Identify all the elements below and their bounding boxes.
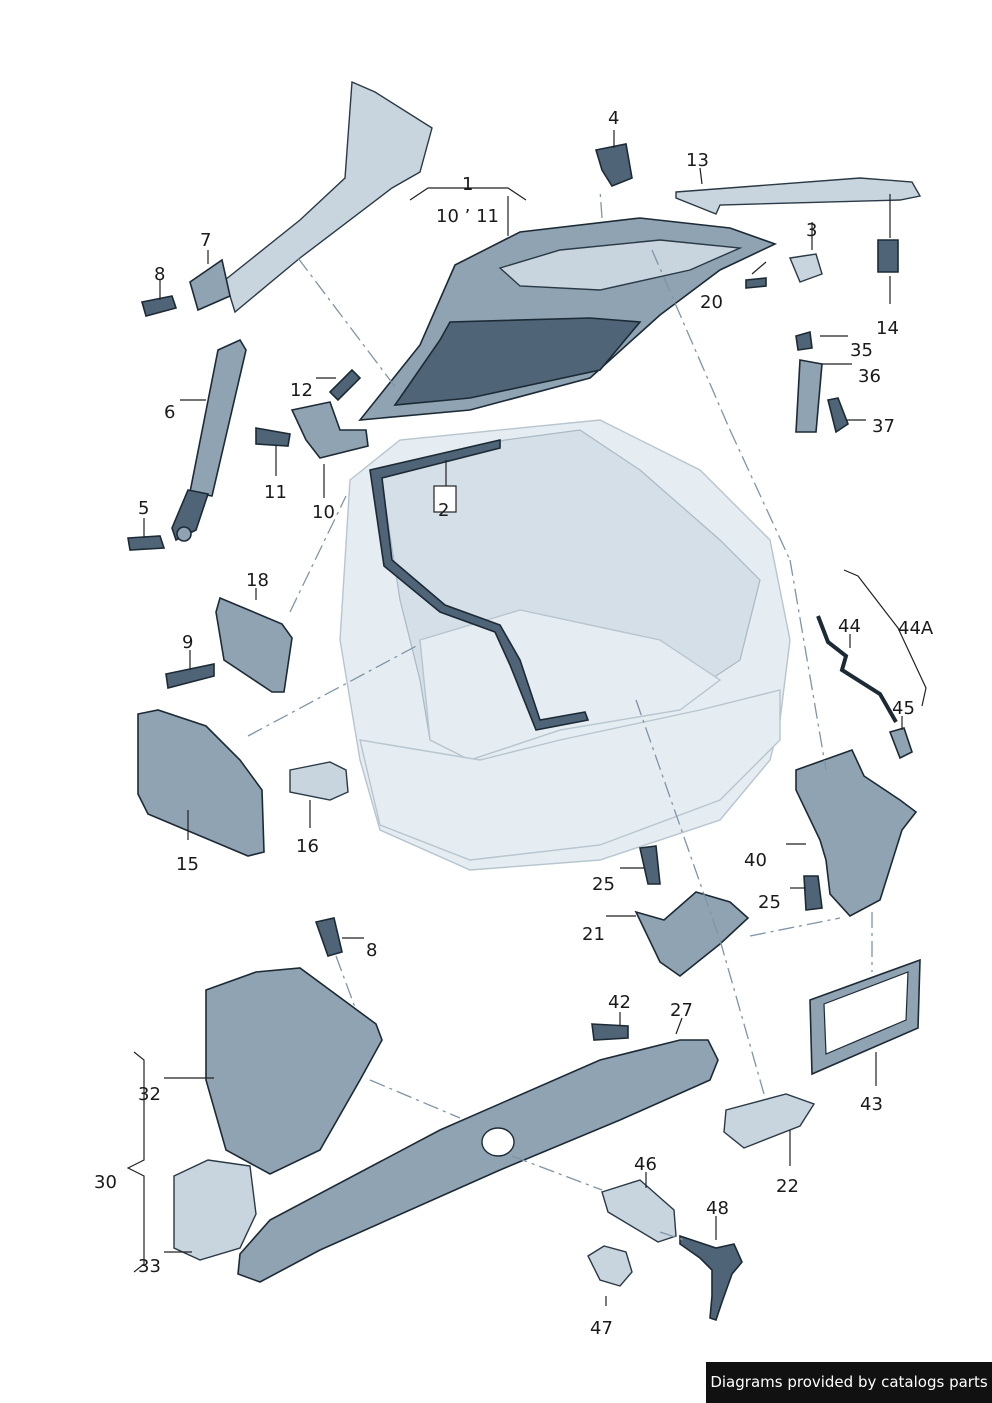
screw-37 [827, 397, 849, 434]
plate-15 [137, 709, 265, 857]
key-48 [679, 1234, 743, 1322]
callout-48: 48 [706, 1198, 729, 1219]
callout-6: 6 [164, 402, 175, 423]
screw-9 [165, 663, 215, 690]
callout-42: 42 [608, 992, 631, 1013]
bracket-21 [634, 891, 750, 977]
lock-housing-32 [205, 967, 383, 1175]
callout-10-11: 10 ’ 11 [436, 206, 499, 227]
spoiler-13 [675, 177, 922, 215]
strap-36 [795, 359, 823, 433]
callout-1: 1 [462, 174, 473, 195]
bolt-8a [140, 295, 178, 317]
callout-27: 27 [670, 1000, 693, 1021]
callout-labels: 1 10 ’ 11 2 3 4 5 6 7 8 8 9 10 11 12 13 … [94, 108, 934, 1339]
callout-3: 3 [806, 220, 817, 241]
callout-40: 40 [744, 850, 767, 871]
callout-10: 10 [312, 502, 335, 523]
callout-36: 36 [858, 366, 881, 387]
gasket-43-inner [823, 971, 909, 1055]
trunk-lid [358, 217, 778, 421]
buffer-3 [789, 253, 823, 283]
callout-7: 7 [200, 230, 211, 251]
callout-8-top: 8 [154, 264, 165, 285]
hinge-10 [290, 401, 369, 459]
callout-25-right: 25 [758, 892, 781, 913]
callout-44: 44 [838, 616, 861, 637]
bracket-7 [189, 258, 231, 312]
connector-45 [888, 727, 913, 760]
pad-20 [745, 277, 767, 289]
motor-33 [173, 1159, 257, 1261]
bolt-25b [803, 875, 823, 911]
callout-46: 46 [634, 1154, 657, 1175]
car-rear-body [339, 419, 791, 871]
clip-35 [795, 330, 813, 351]
bolt-5 [127, 535, 166, 551]
bolt-12 [328, 368, 362, 402]
callout-16: 16 [296, 836, 319, 857]
callout-45: 45 [892, 698, 915, 719]
callout-20: 20 [700, 292, 723, 313]
bolt-42 [591, 1023, 629, 1041]
callout-12: 12 [290, 380, 313, 401]
lock-cylinder-46 [601, 1179, 677, 1243]
hinge-arm [224, 80, 433, 314]
gas-strut [171, 338, 247, 542]
nut-16 [289, 761, 349, 801]
callout-4: 4 [608, 108, 619, 129]
bolt-8b [314, 917, 343, 957]
callout-15: 15 [176, 854, 199, 875]
leader-lines [126, 130, 927, 1306]
bolt-25a [639, 845, 661, 885]
buffer-4 [594, 143, 633, 187]
callout-8-bottom: 8 [366, 940, 377, 961]
callout-11: 11 [264, 482, 287, 503]
trunk-seal [369, 438, 590, 731]
lock-cylinder-hole [481, 1127, 515, 1157]
callout-25-left: 25 [592, 874, 615, 895]
callout-37: 37 [872, 416, 895, 437]
assembly-lines [247, 189, 873, 1241]
rod-44 [816, 615, 898, 723]
callout-21: 21 [582, 924, 605, 945]
callout-30: 30 [94, 1172, 117, 1193]
cap-47 [587, 1245, 633, 1287]
callout-43: 43 [860, 1094, 883, 1115]
callout-47: 47 [590, 1318, 613, 1339]
credit-banner: Diagrams provided by catalogs parts [706, 1362, 992, 1403]
callout-32: 32 [138, 1084, 161, 1105]
bolt-14 [877, 239, 899, 273]
callout-2: 2 [438, 500, 449, 521]
plate-22 [723, 1093, 816, 1149]
bolt-11 [255, 427, 291, 447]
callout-22: 22 [776, 1176, 799, 1197]
callout-9: 9 [182, 632, 193, 653]
callout-33: 33 [138, 1256, 161, 1277]
handle-trim-27 [237, 1039, 719, 1283]
callout-5: 5 [138, 498, 149, 519]
callout-44A: 44A [898, 618, 934, 639]
callout-14: 14 [876, 318, 899, 339]
buffer-18 [215, 596, 293, 693]
callout-13: 13 [686, 150, 709, 171]
callout-18: 18 [246, 570, 269, 591]
callout-35: 35 [850, 340, 873, 361]
lock-40 [795, 749, 918, 917]
